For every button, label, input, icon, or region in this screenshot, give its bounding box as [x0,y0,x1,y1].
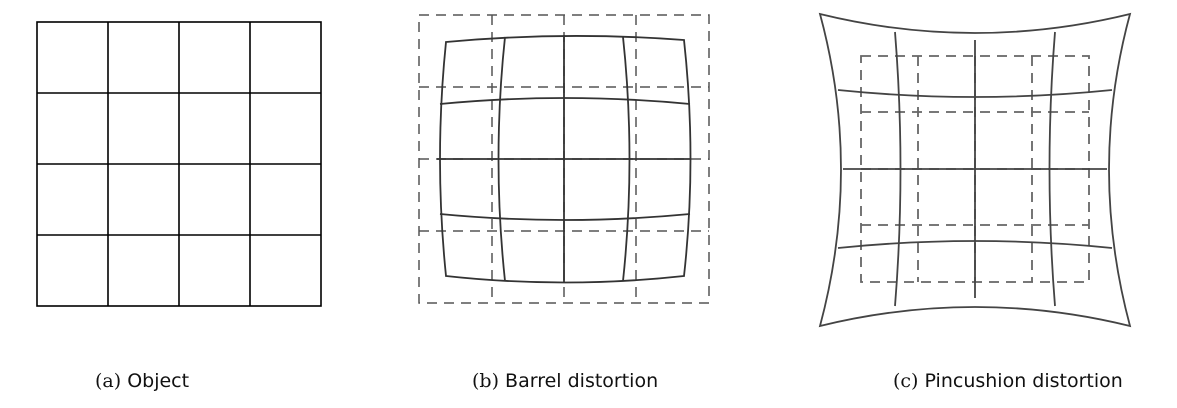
caption-text: Pincushion distortion [924,370,1123,392]
barrel-distorted-border [439,35,692,284]
caption-text: Barrel distortion [505,370,659,392]
caption-text: Object [127,370,190,392]
object-grid [36,21,322,307]
pincushion-distorted-border [818,12,1132,328]
barrel-distorted-line [439,213,691,221]
caption-index: (a) [95,370,122,392]
caption-index: (b) [472,370,499,392]
barrel-distorted-grid [437,35,692,284]
caption-pincushion-distortion: (c) Pincushion distortion [893,370,1123,392]
caption-barrel-distortion: (b) Barrel distortion [472,370,658,392]
caption-index: (c) [893,370,919,392]
pincushion-distorted-line [837,240,1113,249]
pincushion-distorted-line [837,89,1113,98]
barrel-distorted-line [439,97,691,105]
caption-object: (a) Object [95,370,189,392]
figure-canvas [36,12,1132,328]
pincushion-distorted-grid [818,12,1132,328]
